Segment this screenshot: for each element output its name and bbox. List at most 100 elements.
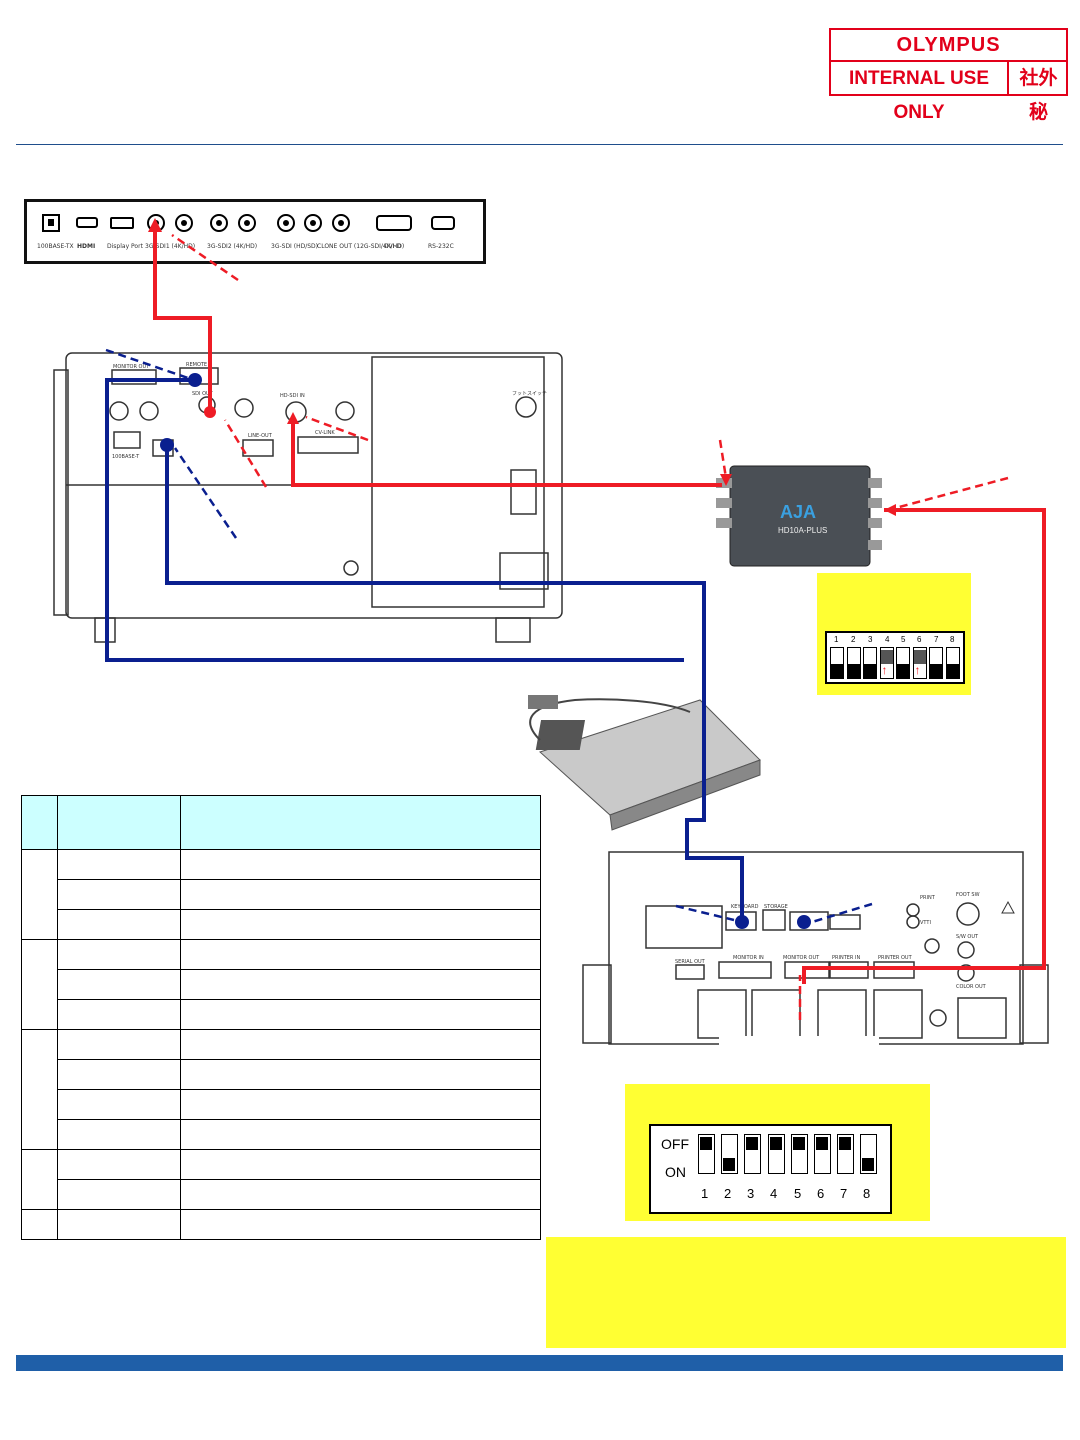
dip-large-num-2: 2: [724, 1186, 732, 1201]
proc-label-line-out: LINE-OUT: [248, 433, 273, 439]
dip-large-knob-2: [723, 1158, 736, 1171]
up-arrow-icon: ↑: [914, 663, 921, 677]
dip-small-switch-2: [846, 647, 861, 679]
table-cell: [57, 1059, 181, 1090]
dip-on-label: ON: [665, 1164, 686, 1180]
recorder-device: [582, 851, 1049, 1045]
rec-label-print: PRINT: [920, 895, 936, 901]
port-label-displayport: Display Port: [107, 243, 143, 250]
table-row: [21, 849, 541, 940]
dip-large-switch-7: [837, 1134, 855, 1174]
dip-large-num-1: 1: [701, 1186, 709, 1201]
rec-label-vtti: VTTI: [920, 920, 931, 926]
dip-large-knob-6: [816, 1137, 828, 1150]
keyboard-device: [528, 695, 761, 831]
port-label-rs232: RS-232C: [428, 243, 454, 250]
red-endpoints: [204, 406, 216, 418]
dip-small-switch-3: [863, 647, 877, 679]
dip-large-numbers: 1 2 3 4 5 6 7 8: [698, 1186, 878, 1204]
dip-small-num-2: 2: [851, 635, 856, 644]
rec-label-keyboard: KEYBOARD: [731, 904, 759, 910]
cable-converter-to-hd-sdi-in: [291, 420, 722, 487]
converter-dip-panel: 1 2 3 4 5 6 7 8 ↑↑: [817, 573, 971, 695]
table-header-cell: [21, 795, 58, 850]
dip-large-num-5: 5: [794, 1186, 802, 1201]
rec-label-monitor-in: MONITOR IN: [733, 955, 764, 961]
note-box: [546, 1237, 1066, 1348]
dip-large-switch-8: [860, 1134, 878, 1174]
dip-off-label: OFF: [661, 1136, 689, 1152]
dip-large-switch-1: [698, 1134, 715, 1174]
rec-label-monitor-out: MONITOR OUT: [783, 955, 820, 961]
dip-small-knob-2: [847, 664, 860, 678]
table-cell: [180, 1149, 541, 1180]
dip-small-switch-4: ↑: [879, 647, 894, 679]
aja-converter: [716, 465, 882, 567]
olympus-badge: OLYMPUS INTERNAL USE ONLY 社外秘: [829, 28, 1068, 123]
table-group-cell: [21, 849, 58, 940]
dip-large-switch-6: [814, 1134, 831, 1174]
table-row: [21, 1029, 541, 1150]
rec-label-printer-out: PRINTER OUT: [878, 955, 913, 961]
table-row: [22, 1089, 541, 1120]
table-cell: [57, 1119, 181, 1150]
port-label-sdi2: 3G-SDI2 (4K/HD): [207, 243, 258, 250]
proc-label-hd-sdi-in: HD-SDI IN: [280, 393, 305, 399]
dip-small-knob-7: [930, 664, 942, 678]
dip-small-num-5: 5: [901, 635, 906, 644]
table-cell: [57, 1029, 181, 1060]
table-cell: [180, 1119, 541, 1150]
monitor-rear-panel: 100BASE-TX HDMI Display Port 3G-SDI1 (4K…: [24, 199, 486, 264]
recorder-dip-panel: OFF ON 1 2 3 4 5 6 7 8: [625, 1084, 930, 1221]
table-group-cell: [21, 1209, 58, 1240]
rec-label-foot-sw: FOOT SW: [956, 892, 980, 898]
table-cell: [57, 1149, 181, 1180]
table-row: [22, 1179, 541, 1210]
table-cell: [57, 1179, 181, 1210]
port-label-lan: 100BASE-TX: [37, 243, 74, 250]
dip-large-knob-7: [839, 1137, 852, 1150]
proc-label-sdi-out: SDI OUT: [192, 391, 214, 397]
table-cell: [57, 939, 181, 970]
port-label-dvi: DVI-D: [384, 243, 402, 250]
table-cell: [180, 1209, 541, 1240]
dip-large-switch-3: [744, 1134, 762, 1174]
port-label-clone-out: CLONE OUT (12G-SDI/4K/HD): [317, 243, 405, 250]
dip-large-knob-8: [862, 1158, 875, 1171]
table-row: [22, 969, 541, 1000]
dip-small-num-6: 6: [917, 635, 922, 644]
confidential-label: 社外秘: [1019, 68, 1058, 123]
warning-icon: [1001, 900, 1015, 914]
rec-label-printer-in: PRINTER IN: [832, 955, 860, 961]
dip-small-knob-1: [831, 664, 843, 678]
dip-large-num-3: 3: [747, 1186, 755, 1201]
dip-small-num-7: 7: [934, 635, 939, 644]
dip-small-switch-6: ↑: [912, 647, 927, 679]
rec-label-serial-out: SERIAL OUT: [675, 959, 706, 965]
header-divider: [16, 144, 1063, 145]
dip-large-frame: OFF ON 1 2 3 4 5 6 7 8: [649, 1124, 892, 1214]
up-arrow-icon: ↑: [881, 663, 888, 677]
dip-small-num-1: 1: [834, 635, 839, 644]
table-cell: [180, 879, 541, 910]
port-label-sdi-hd: 3G-SDI (HD/SD): [271, 243, 319, 250]
table-group-cell: [21, 1149, 58, 1210]
dip-small-switch-5: [896, 647, 910, 679]
table-cell: [57, 969, 181, 1000]
proc-label-remote: REMOTE: [186, 362, 207, 368]
dip-small-switches: ↑↑: [830, 647, 962, 681]
table-cell: [57, 909, 181, 940]
table-cell: [57, 849, 181, 880]
proc-label-monitor-out: MONITOR OUT: [113, 364, 150, 370]
footer-bar: [16, 1355, 1063, 1371]
dip-small-knob-5: [897, 664, 909, 678]
table-header-cell: [57, 795, 181, 850]
table-row: [22, 1119, 541, 1150]
recorder-mask: [719, 1036, 879, 1050]
dip-small-num-3: 3: [868, 635, 873, 644]
dip-small-switch-8: [945, 647, 960, 679]
dip-large-switch-5: [790, 1134, 808, 1174]
table-row: [22, 1059, 541, 1090]
table-cell: [180, 1089, 541, 1120]
rec-label-sw-out: S/W OUT: [956, 934, 979, 940]
